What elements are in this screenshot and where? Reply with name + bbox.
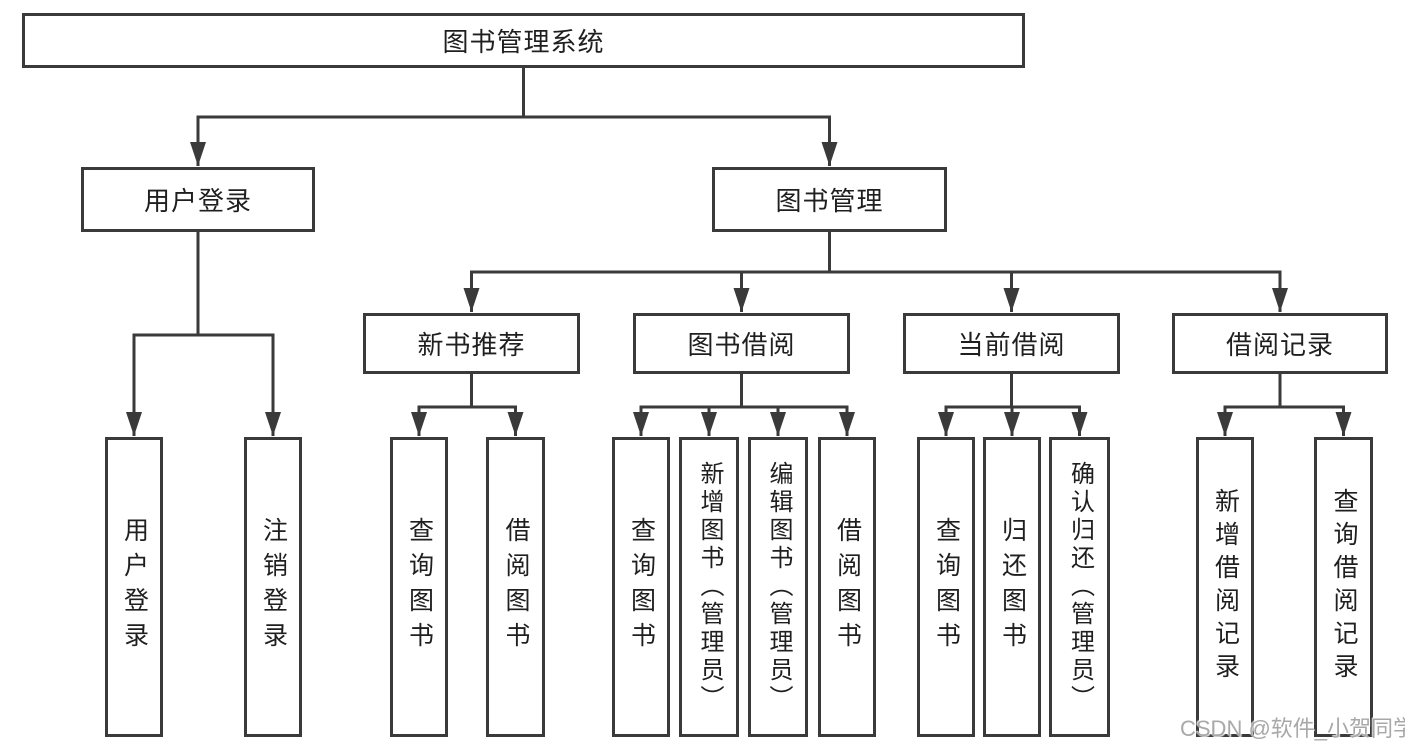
node-cb-return: 归还图书 <box>983 437 1041 737</box>
node-label: 新书推荐 <box>417 330 526 360</box>
node-label: 查询图书 <box>405 517 434 657</box>
node-label: 新增图书（管理员） <box>696 461 723 713</box>
node-nb-query: 查询图书 <box>390 437 448 737</box>
node-label: 新增借阅记录 <box>1211 488 1240 686</box>
node-label: 用户登录 <box>120 517 149 657</box>
node-bb-edit: 编辑图书（管理员） <box>748 437 808 737</box>
node-label: 图书借阅 <box>687 330 796 360</box>
node-nb-borrow: 借阅图书 <box>486 437 545 737</box>
node-label: 注销登录 <box>259 517 288 657</box>
node-br-query: 查询借阅记录 <box>1314 437 1373 737</box>
node-label: 图书管理系统 <box>442 27 605 57</box>
node-label: 图书管理 <box>775 186 884 216</box>
node-cb-query: 查询图书 <box>917 437 975 737</box>
node-ul-logout: 注销登录 <box>244 437 302 737</box>
node-label: 确认归还（管理员） <box>1066 461 1094 713</box>
node-cb-confirm: 确认归还（管理员） <box>1049 437 1110 737</box>
node-ul-login: 用户登录 <box>105 437 163 737</box>
node-label: 查询图书 <box>627 517 656 657</box>
node-label: 查询图书 <box>932 517 961 657</box>
watermark-text: CSDN @软件_小贺同学 <box>1180 716 1405 741</box>
node-label: 查询借阅记录 <box>1330 488 1358 686</box>
node-book-mgmt: 图书管理 <box>712 167 947 232</box>
node-label: 编辑图书（管理员） <box>765 461 792 713</box>
node-label: 借阅图书 <box>833 517 862 657</box>
node-bb-borrow: 借阅图书 <box>818 437 876 737</box>
node-current-borrow: 当前借阅 <box>903 313 1120 374</box>
node-book-borrow: 图书借阅 <box>633 313 850 374</box>
node-new-book-rec: 新书推荐 <box>363 313 580 374</box>
node-label: 用户登录 <box>143 186 252 216</box>
node-borrow-records: 借阅记录 <box>1172 313 1388 374</box>
node-label: 归还图书 <box>998 517 1027 657</box>
node-label: 借阅记录 <box>1225 330 1334 360</box>
node-bb-query: 查询图书 <box>612 437 670 737</box>
node-bb-add: 新增图书（管理员） <box>679 437 739 737</box>
node-label: 借阅图书 <box>502 517 530 657</box>
node-root: 图书管理系统 <box>22 13 1025 68</box>
node-br-add: 新增借阅记录 <box>1196 437 1254 737</box>
node-user-login: 用户登录 <box>81 167 315 232</box>
node-label: 当前借阅 <box>957 330 1066 360</box>
